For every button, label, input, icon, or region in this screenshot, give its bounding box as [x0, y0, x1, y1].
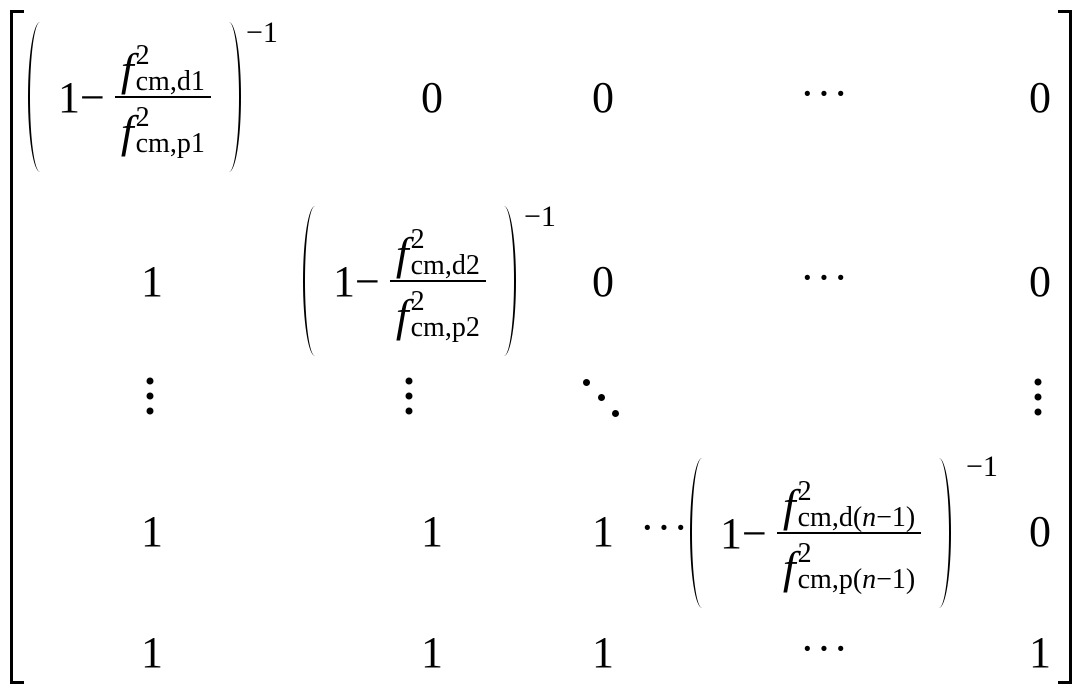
left-paren: [28, 22, 52, 172]
right-paren: [492, 206, 516, 356]
left-paren: [303, 206, 327, 356]
inverse-exponent: −1: [966, 450, 998, 483]
right-bracket: [1058, 10, 1072, 684]
vdots-col-2: [405, 377, 413, 415]
cell-5-4: ···: [800, 624, 850, 673]
cell-2-5: 0: [1029, 257, 1051, 306]
right-paren: [217, 22, 241, 172]
inverse-exponent: −1: [524, 200, 556, 233]
left-bracket: [10, 10, 24, 684]
cell-4-5: 0: [1029, 507, 1051, 556]
cell-2-4: ···: [800, 253, 850, 302]
cell-1-4: ···: [800, 69, 850, 118]
cell-5-5: 1: [1029, 628, 1051, 677]
cell-1-2: 0: [421, 73, 443, 122]
cell-1-3: 0: [592, 73, 614, 122]
cell-1-5: 0: [1029, 73, 1051, 122]
cell-5-2: 1: [421, 628, 443, 677]
cell-4-2: 1: [421, 507, 443, 556]
one-minus: 1−: [58, 72, 105, 122]
cell-4-3: 1: [592, 507, 614, 556]
left-paren: [690, 458, 714, 608]
cell-4-1: 1: [141, 507, 163, 556]
cell-4-hdots: ···: [640, 503, 690, 552]
ddots: [583, 379, 623, 419]
right-paren: [927, 458, 952, 608]
inverse-exponent: −1: [246, 16, 278, 49]
vdots-col-5: [1034, 378, 1042, 416]
cell-5-1: 1: [141, 628, 163, 677]
cell-2-1: 1: [141, 257, 163, 306]
vdots-col-1: [146, 377, 154, 415]
cell-5-3: 1: [592, 628, 614, 677]
cell-2-3: 0: [592, 257, 614, 306]
